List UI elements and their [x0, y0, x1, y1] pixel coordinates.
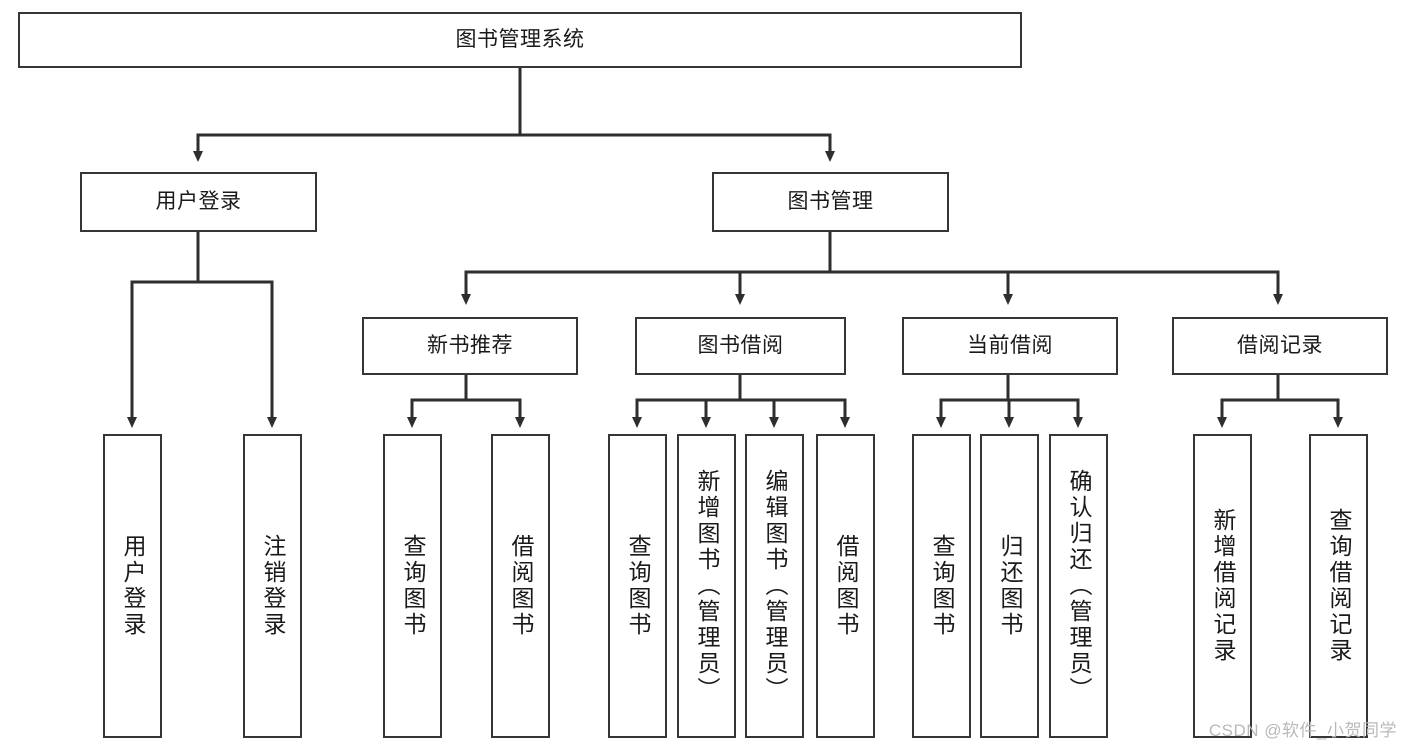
- node-label: 图书借阅: [697, 333, 784, 357]
- node-leaf-add-book-admin[interactable]: 新增图书（管理员）: [677, 434, 736, 738]
- node-borrow-record[interactable]: 借阅记录: [1172, 317, 1388, 375]
- node-leaf-confirm-return-admin[interactable]: 确认归还（管理员）: [1049, 434, 1108, 738]
- node-leaf-query-book-borrow[interactable]: 查询图书: [608, 434, 667, 738]
- node-label: 查询图书: [625, 534, 651, 638]
- node-label: 当前借阅: [967, 333, 1053, 357]
- node-user-login[interactable]: 用户登录: [80, 172, 317, 232]
- node-label: 借阅图书: [508, 534, 534, 638]
- node-label: 图书管理: [787, 189, 874, 213]
- node-leaf-query-book-current[interactable]: 查询图书: [912, 434, 971, 738]
- node-leaf-query-borrow-record[interactable]: 查询借阅记录: [1309, 434, 1368, 738]
- node-leaf-borrow-book-new-recommend[interactable]: 借阅图书: [491, 434, 550, 738]
- node-leaf-borrow-book-borrow[interactable]: 借阅图书: [816, 434, 875, 738]
- node-label: 查询借阅记录: [1326, 508, 1352, 664]
- node-leaf-return-book[interactable]: 归还图书: [980, 434, 1039, 738]
- node-label: 编辑图书（管理员）: [762, 469, 788, 703]
- node-book-management[interactable]: 图书管理: [712, 172, 949, 232]
- node-label: 借阅图书: [833, 534, 859, 638]
- node-new-book-recommend[interactable]: 新书推荐: [362, 317, 578, 375]
- node-leaf-edit-book-admin[interactable]: 编辑图书（管理员）: [745, 434, 804, 738]
- node-leaf-query-book-new-recommend[interactable]: 查询图书: [383, 434, 442, 738]
- node-label: 查询图书: [400, 534, 426, 638]
- node-label: 用户登录: [120, 534, 146, 638]
- node-label: 新增图书（管理员）: [694, 469, 720, 703]
- node-label: 新增借阅记录: [1210, 508, 1236, 664]
- node-leaf-logout-login[interactable]: 注销登录: [243, 434, 302, 738]
- node-leaf-add-borrow-record[interactable]: 新增借阅记录: [1193, 434, 1252, 738]
- node-label: 查询图书: [929, 534, 955, 638]
- node-leaf-user-login[interactable]: 用户登录: [103, 434, 162, 738]
- node-book-borrow[interactable]: 图书借阅: [635, 317, 846, 375]
- node-label: 用户登录: [155, 189, 242, 213]
- node-label: 注销登录: [260, 534, 286, 638]
- node-label: 图书管理系统: [455, 27, 585, 51]
- node-label: 新书推荐: [427, 333, 513, 357]
- node-current-borrow[interactable]: 当前借阅: [902, 317, 1118, 375]
- node-book-management-system[interactable]: 图书管理系统: [18, 12, 1022, 68]
- node-label: 确认归还（管理员）: [1066, 469, 1092, 703]
- node-label: 归还图书: [997, 534, 1023, 638]
- watermark-text: CSDN @软件_小贺同学: [1208, 721, 1397, 740]
- node-label: 借阅记录: [1237, 333, 1323, 357]
